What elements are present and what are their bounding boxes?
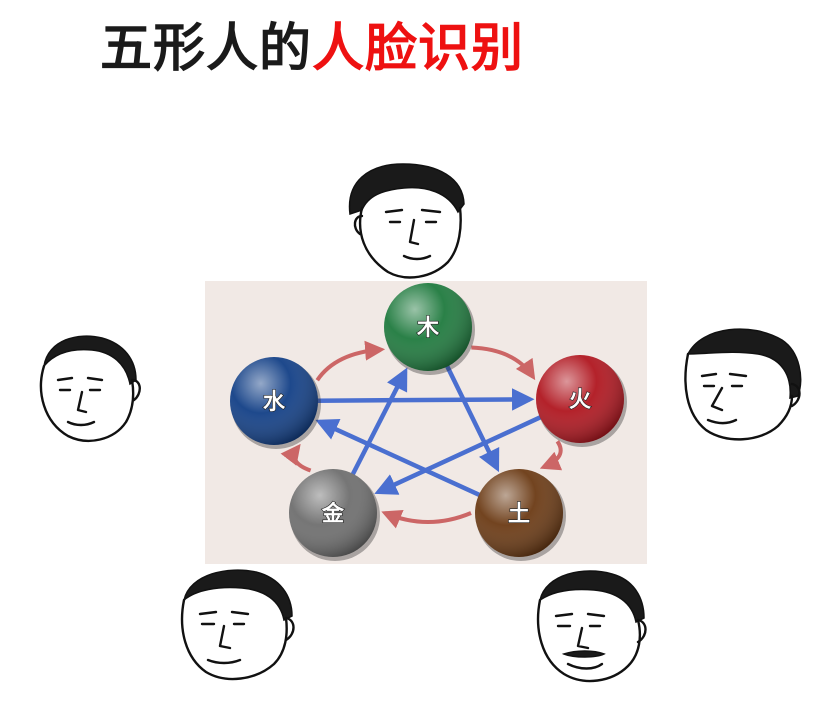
element-label-fire: 火 xyxy=(569,388,591,413)
element-label-metal: 金 xyxy=(321,501,345,527)
face-sketch-icon xyxy=(180,569,295,681)
generating-cycle-arrows xyxy=(280,340,563,529)
face-sketch-icon xyxy=(684,328,802,441)
face-sketch-icon xyxy=(348,163,465,279)
element-label-water: 水 xyxy=(263,390,286,415)
cycle-arrow xyxy=(280,443,312,473)
cycle-arrow xyxy=(315,340,386,382)
title-part-1: 五形人的 xyxy=(100,19,313,79)
controlling-star-arrows xyxy=(315,363,543,498)
star-arrow xyxy=(315,388,535,411)
star-arrow xyxy=(315,419,482,498)
star-arrow xyxy=(350,367,408,477)
star-arrow xyxy=(444,363,500,473)
element-label-earth: 土 xyxy=(508,502,530,527)
element-node-metal: 金 xyxy=(289,469,380,561)
cycle-arrow xyxy=(471,345,536,381)
cycle-arrow xyxy=(539,440,563,471)
element-node-wood: 木 xyxy=(384,283,475,375)
face-sketch-icon xyxy=(39,335,141,443)
element-node-earth: 土 xyxy=(475,469,566,561)
element-nodes: 木火土 金 水 xyxy=(230,283,627,561)
star-arrow xyxy=(374,414,543,495)
page-title: 五形人的人脸识别 xyxy=(100,14,524,84)
element-node-water: 水 xyxy=(230,357,321,449)
face-sketch-icon xyxy=(536,570,647,683)
element-label-wood: 木 xyxy=(416,316,440,341)
title-part-2: 人脸识别 xyxy=(312,19,525,79)
element-node-fire: 火 xyxy=(536,355,627,447)
cycle-arrow xyxy=(381,509,472,529)
